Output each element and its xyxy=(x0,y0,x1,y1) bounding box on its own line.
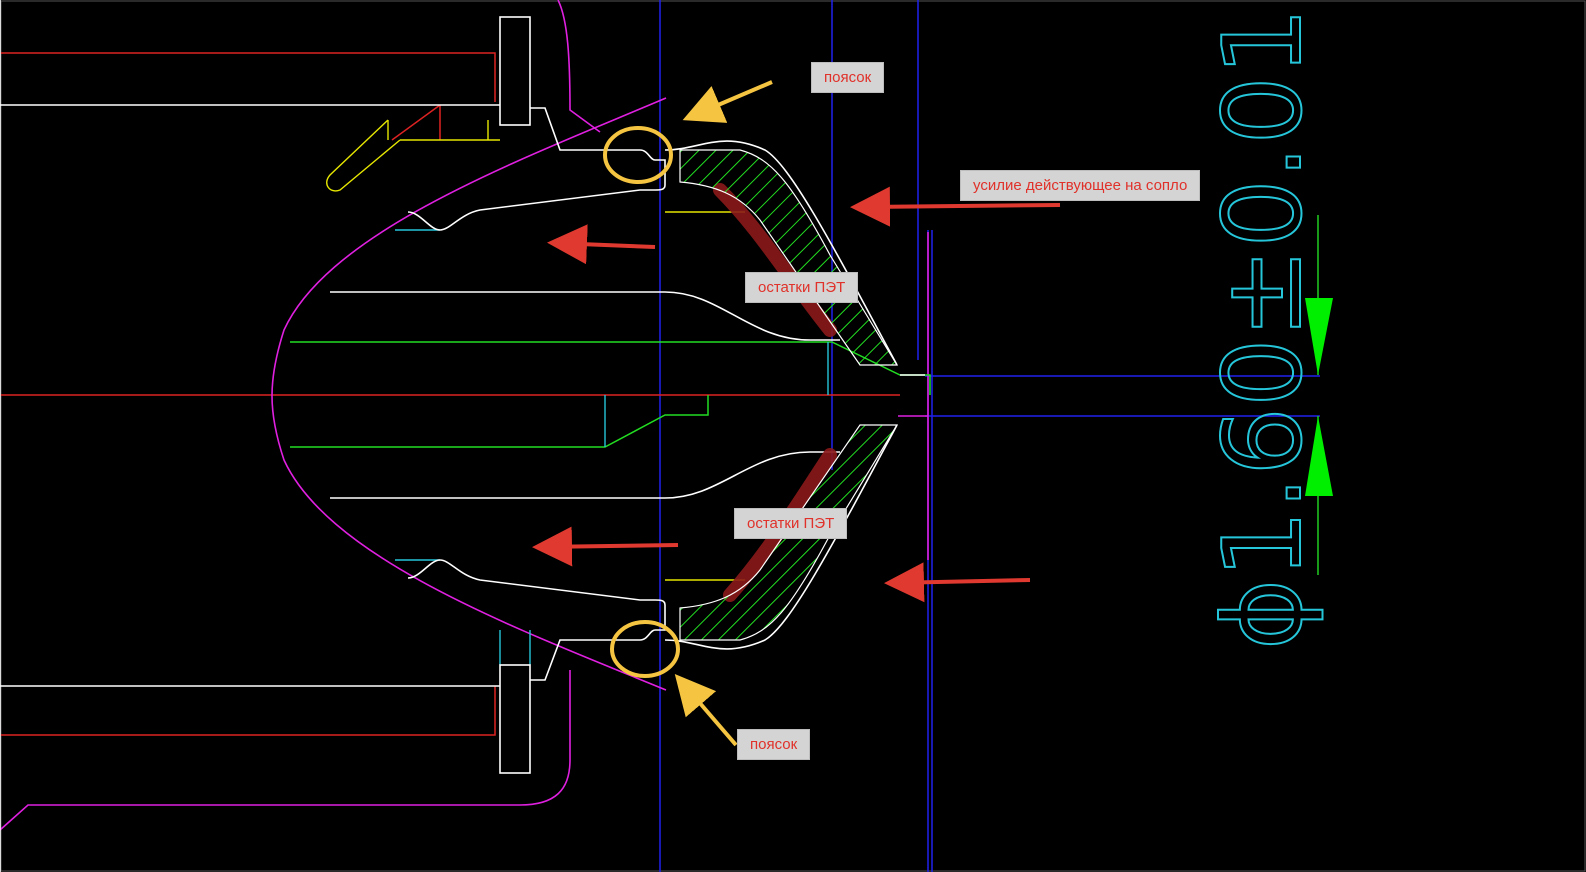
callout-belt-top: поясок xyxy=(811,62,885,93)
hatched-zone-top xyxy=(679,149,899,366)
axis-lines xyxy=(0,52,900,736)
arrow-icon-red xyxy=(532,186,1061,603)
callout-pet-bottom: остатки ПЭТ xyxy=(734,508,848,539)
callout-belt-bottom: поясок xyxy=(737,729,811,760)
profile-curve xyxy=(0,0,929,831)
arrow-icon-yellow xyxy=(674,80,773,747)
callout-pet-top: остатки ПЭТ xyxy=(745,272,859,303)
circle-marker-icon xyxy=(603,126,680,678)
yellow-details xyxy=(326,119,745,581)
cyan-details xyxy=(395,229,829,665)
diameter-dimension: ϕ1.60±0.01 xyxy=(1201,7,1326,650)
callout-force: усилие действующее на сопло xyxy=(960,170,1201,201)
dimension-arrows xyxy=(1305,215,1333,575)
